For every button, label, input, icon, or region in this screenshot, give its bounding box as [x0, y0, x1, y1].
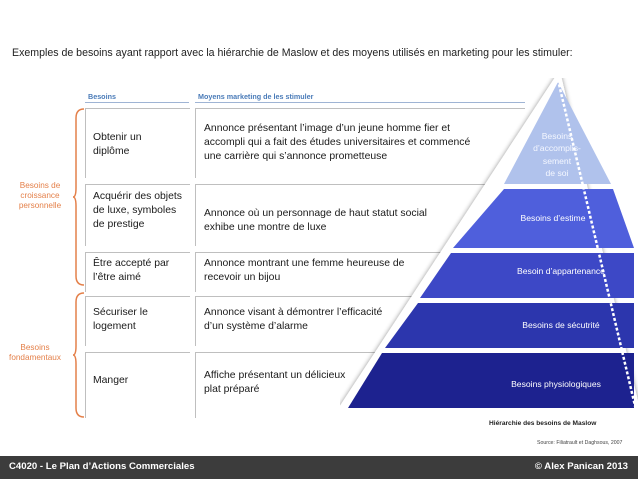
column-header-needs-rule — [85, 102, 189, 103]
pyramid-label-physiological: Besoins physiologiques — [511, 379, 601, 389]
pyramid-level-safety — [385, 303, 634, 348]
brace-growth — [72, 108, 86, 291]
means-cell-1: Annonce présentant l’image d’un jeune ho… — [195, 108, 525, 178]
intro-text: Exemples de besoins ayant rapport avec l… — [12, 47, 573, 59]
column-header-marketing-rule — [195, 102, 525, 103]
maslow-pyramid — [340, 78, 638, 414]
pyramid-label-self-actualization: Besoins d’accomplis- sement de soi — [533, 131, 581, 179]
column-header-needs: Besoins — [88, 92, 116, 101]
brace-fundamental — [72, 292, 86, 423]
pyramid-level-self-actualization — [504, 82, 611, 184]
pyramid-level-belonging — [420, 253, 634, 298]
means-cell-2: Annonce où un personnage de haut statut … — [195, 184, 525, 246]
group-label-fundamental: Besoins fondamentaux — [9, 343, 61, 362]
pyramid-caption: Hiérarchie des besoins de Maslow — [489, 420, 597, 427]
pyramid-label-esteem: Besoins d’estime — [520, 213, 586, 223]
pyramid-level-physiological — [348, 353, 634, 408]
column-header-marketing: Moyens marketing de les stimuler — [198, 92, 314, 101]
source-note: Source: Filiatrault et Daghsous, 2007 — [537, 440, 623, 446]
group-label-growth: Besoins de croissance personnelle — [18, 181, 62, 210]
pyramid-label-belonging: Besoin d’appartenance — [517, 266, 605, 276]
footer-bar — [0, 456, 638, 479]
footer-copyright: © Alex Panican 2013 — [534, 461, 628, 472]
pyramid-label-safety: Besoins de sécutrité — [522, 320, 600, 330]
need-cell-5: Manger — [85, 352, 190, 418]
footer-course-title: C4020 - Le Plan d’Actions Commerciales — [9, 461, 195, 472]
pyramid-level-esteem — [453, 189, 634, 248]
